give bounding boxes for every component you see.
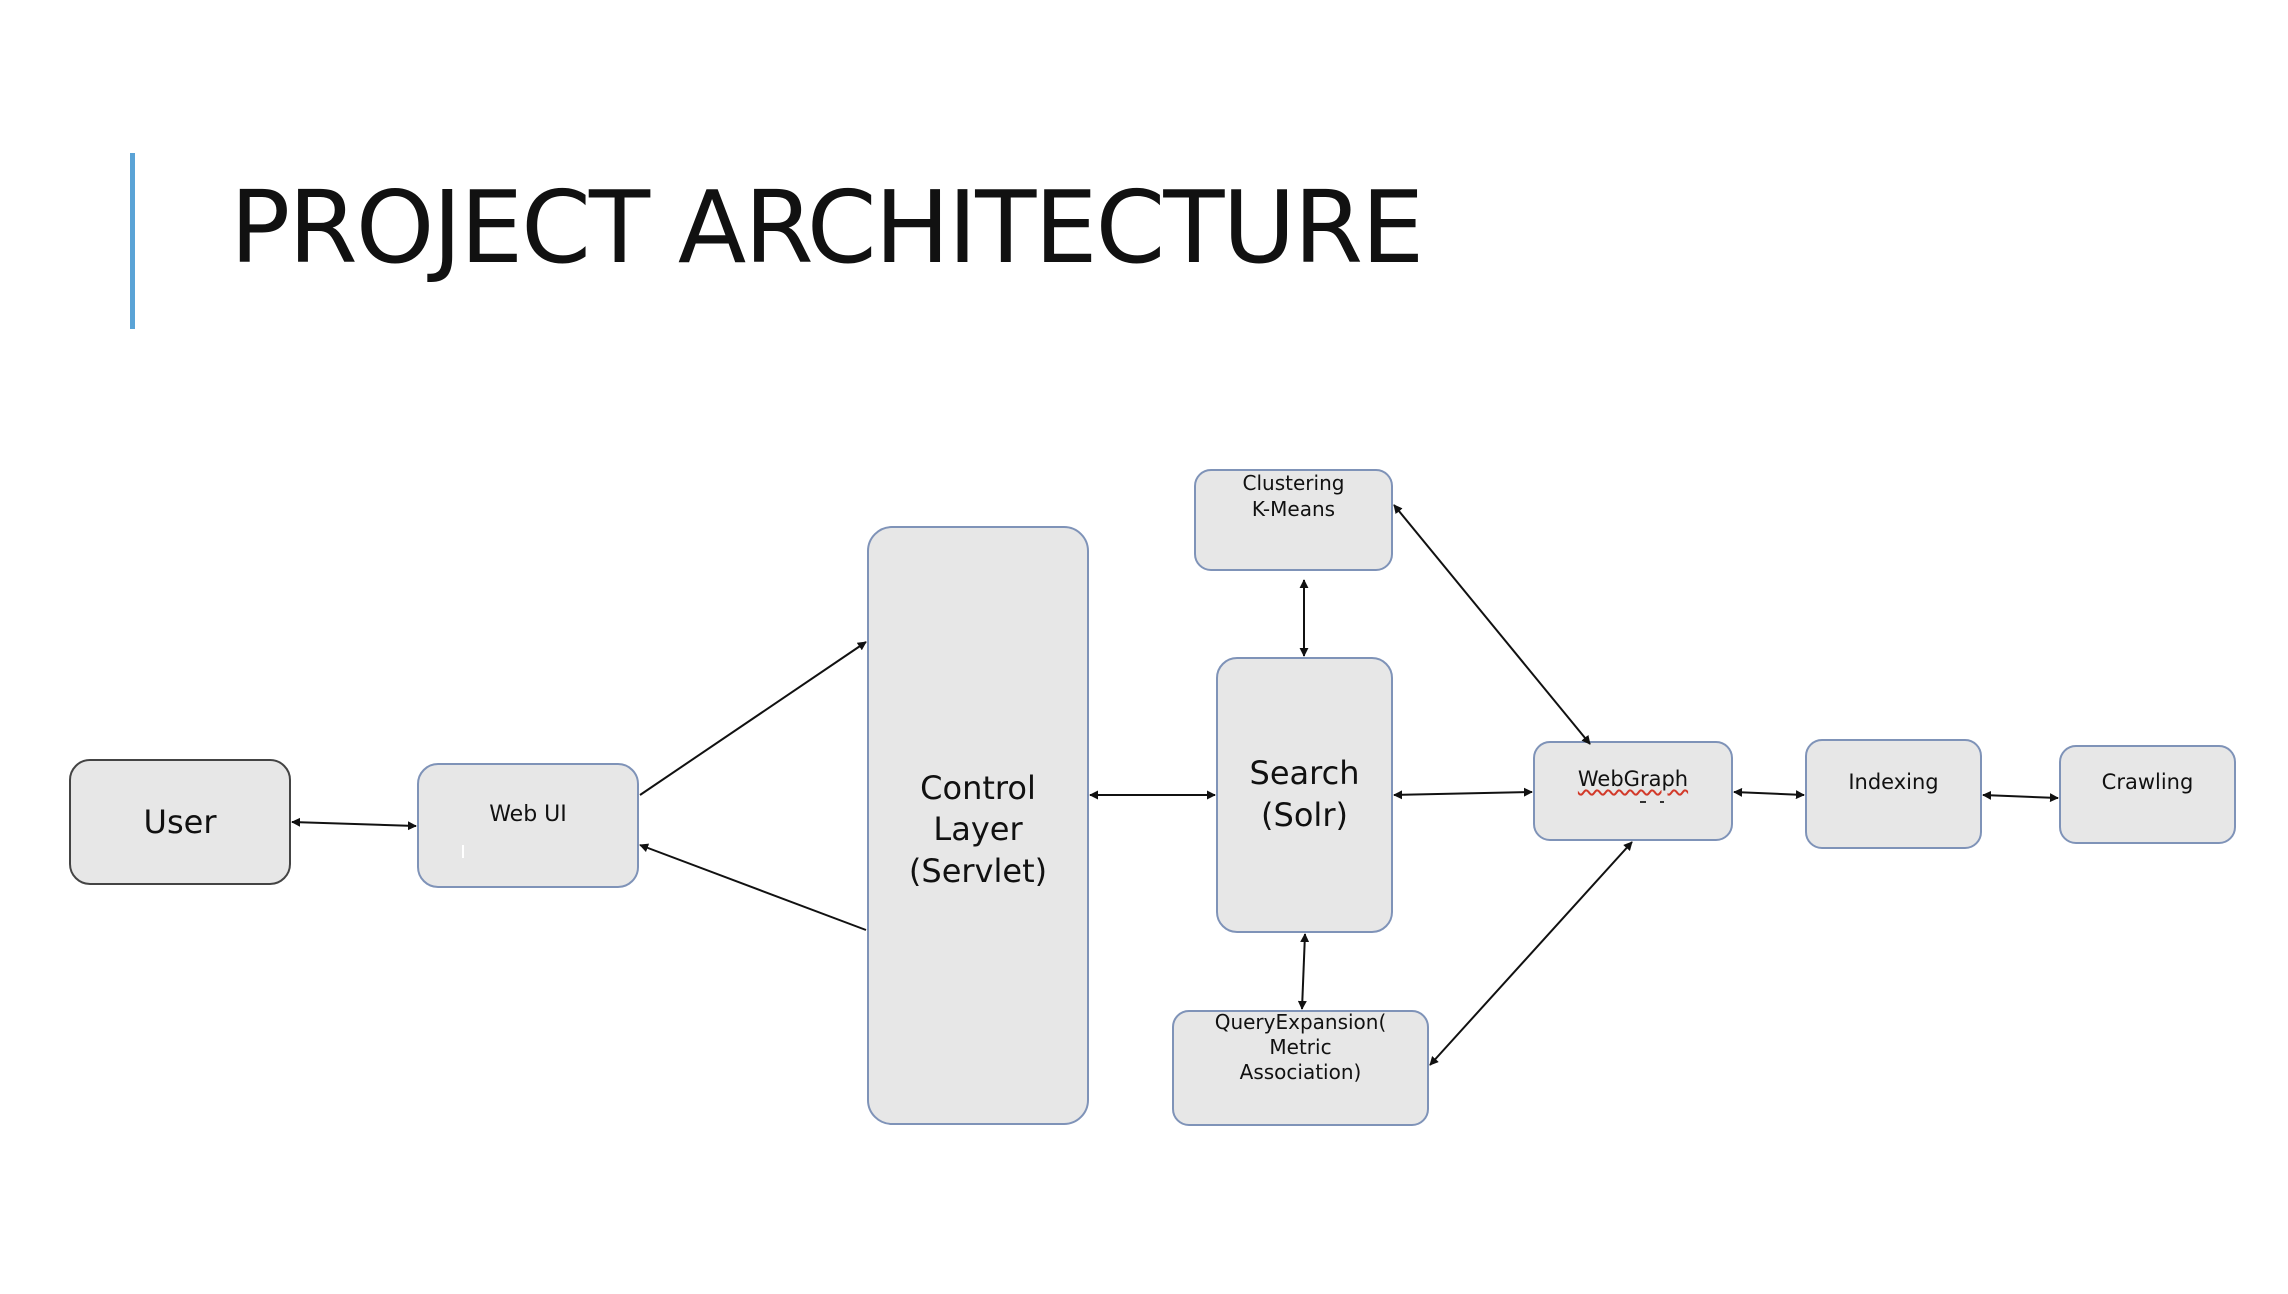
- indexing-crawling-arrow: [1982, 790, 2059, 803]
- queryexp-webgraph-arrow: [1429, 841, 1633, 1066]
- clustering-webgraph-arrow: [1393, 504, 1591, 745]
- query-expansion-node: [1172, 1010, 1429, 1126]
- crawling-node: [2059, 745, 2236, 844]
- title-accent-bar: [130, 153, 135, 329]
- user-webui-arrow: [291, 817, 417, 831]
- control-layer-label: Control Layer (Servlet): [908, 768, 1048, 890]
- query-expansion-label: QueryExpansion( Metric Association): [1214, 1009, 1387, 1084]
- clustering-label: Clustering K-Means: [1242, 471, 1345, 521]
- webui-to-control-arrow: [639, 641, 867, 796]
- indexing-label: Indexing: [1848, 770, 1939, 794]
- user-node: [69, 759, 291, 885]
- search-webgraph-arrow: [1393, 787, 1533, 800]
- control-layer-node: [867, 526, 1089, 1125]
- search-label: Search (Solr): [1249, 754, 1360, 834]
- clustering-node: [1194, 469, 1393, 571]
- web-ui-label: Web UI: [489, 801, 567, 827]
- user-label: User: [143, 803, 217, 841]
- slide-title: PROJECT ARCHITECTURE: [230, 169, 1424, 286]
- webgraph-label: WebGraph: [1577, 767, 1689, 791]
- search-queryexp-arrow: [1297, 933, 1310, 1010]
- webgraph-node: [1533, 741, 1733, 841]
- crawling-label: Crawling: [2101, 770, 2194, 794]
- web-ui-node: [417, 763, 639, 888]
- webgraph-indexing-arrow: [1733, 787, 1805, 800]
- control-to-webui-arrow: [639, 843, 867, 931]
- search-node: [1216, 657, 1393, 933]
- indexing-node: [1805, 739, 1982, 849]
